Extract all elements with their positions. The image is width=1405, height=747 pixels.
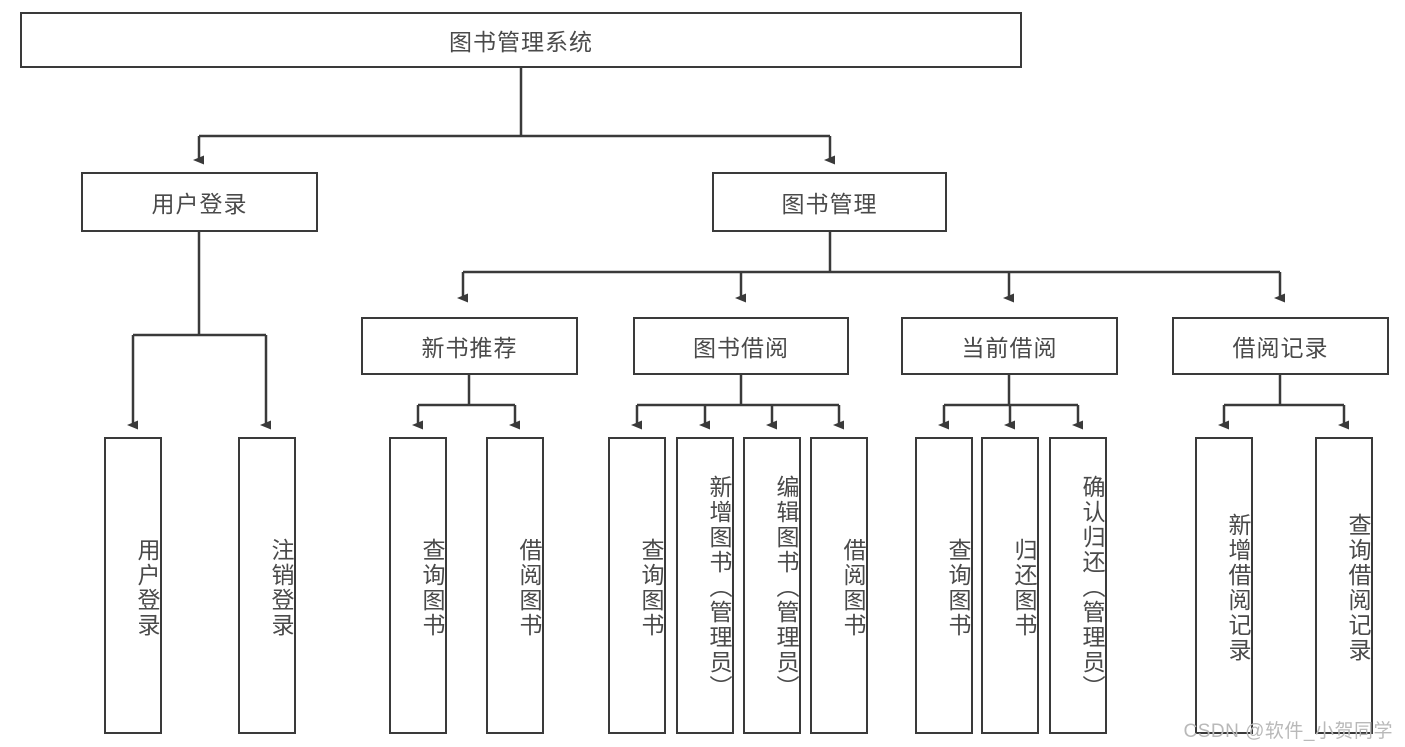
node-leaf-query-book-current[interactable]: 查询图书: [915, 437, 973, 734]
node-leaf-borrow-book-recommend[interactable]: 借阅图书: [486, 437, 544, 734]
node-book-management[interactable]: 图书管理: [712, 172, 947, 232]
node-leaf-add-borrow-record[interactable]: 新增借阅记录: [1195, 437, 1253, 734]
node-root-system[interactable]: 图书管理系统: [20, 12, 1022, 68]
node-label: 借阅图书: [840, 537, 866, 638]
node-label: 用户登录: [134, 537, 160, 638]
node-label: 查询借阅记录: [1345, 512, 1371, 663]
node-current-borrow[interactable]: 当前借阅: [901, 317, 1118, 375]
node-leaf-user-logout[interactable]: 注销登录: [238, 437, 296, 734]
node-user-login[interactable]: 用户登录: [81, 172, 318, 232]
node-leaf-query-book-recommend[interactable]: 查询图书: [389, 437, 447, 734]
node-label: 查询图书: [638, 537, 664, 638]
node-leaf-edit-book-admin[interactable]: 编辑图书（管理员）: [743, 437, 801, 734]
node-borrow-record[interactable]: 借阅记录: [1172, 317, 1389, 375]
node-label: 图书管理: [781, 191, 878, 217]
node-label: 用户登录: [151, 191, 248, 217]
node-label: 借阅图书: [516, 537, 542, 638]
node-book-borrow[interactable]: 图书借阅: [633, 317, 849, 375]
node-label: 图书借阅: [693, 335, 789, 361]
node-leaf-query-borrow-record[interactable]: 查询借阅记录: [1315, 437, 1373, 734]
node-label: 查询图书: [419, 537, 445, 638]
node-leaf-borrow-book[interactable]: 借阅图书: [810, 437, 868, 734]
node-leaf-confirm-return-admin[interactable]: 确认归还（管理员）: [1049, 437, 1107, 734]
node-leaf-user-login[interactable]: 用户登录: [104, 437, 162, 734]
node-label: 确认归还（管理员）: [1079, 475, 1105, 700]
node-leaf-return-book[interactable]: 归还图书: [981, 437, 1039, 734]
node-label: 当前借阅: [961, 335, 1058, 361]
node-label: 新增借阅记录: [1225, 512, 1251, 663]
node-label: 归还图书: [1011, 537, 1037, 638]
node-label: 注销登录: [268, 537, 294, 638]
watermark: CSDN @软件_小贺同学: [1183, 721, 1393, 742]
node-label: 查询图书: [945, 537, 971, 638]
node-label: 编辑图书（管理员）: [773, 475, 799, 700]
node-label: 借阅记录: [1232, 335, 1329, 361]
node-label: 图书管理系统: [449, 29, 593, 55]
node-leaf-query-book-borrow[interactable]: 查询图书: [608, 437, 666, 734]
node-label: 新书推荐: [421, 335, 518, 361]
node-new-book-recommend[interactable]: 新书推荐: [361, 317, 578, 375]
node-leaf-add-book-admin[interactable]: 新增图书（管理员）: [676, 437, 734, 734]
node-label: 新增图书（管理员）: [706, 475, 732, 700]
